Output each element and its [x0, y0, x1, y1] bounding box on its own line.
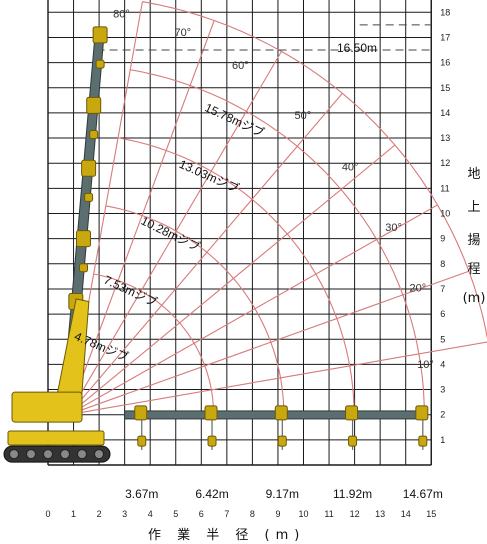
track-wheel: [94, 449, 104, 460]
jib-length-label: 13.03mジブ: [177, 156, 242, 196]
y-axis-title-char: 程: [467, 262, 480, 277]
hook-block: [207, 435, 217, 447]
hook-block: [277, 435, 287, 447]
x-tick-label: 7: [224, 509, 229, 519]
x-tick-label: 2: [97, 509, 102, 519]
y-tick-label: 4: [440, 359, 445, 369]
boom-angle-label: 20°: [410, 282, 427, 294]
y-tick-label: 3: [440, 385, 445, 395]
y-tick-label: 5: [440, 334, 445, 344]
working-radius-label: 6.42m: [195, 487, 228, 501]
y-tick-label: 10: [440, 209, 450, 219]
hook-block: [95, 59, 105, 69]
boom-angle-line: [67, 20, 215, 415]
y-axis-title-char: 上: [467, 200, 480, 215]
boom-angle-line: [68, 270, 470, 416]
y-tick-label: 18: [440, 7, 450, 17]
boom-angle-label: 30°: [385, 222, 402, 234]
max-height-label: 16.50m: [337, 41, 377, 55]
boom-angle-label: 80°: [113, 8, 130, 20]
boom-angle-line: [68, 92, 343, 416]
hook-block: [137, 435, 147, 447]
x-tick-label: 3: [122, 509, 127, 519]
working-radius-label: 3.67m: [125, 487, 158, 501]
x-tick-label: 1: [71, 509, 76, 519]
x-tick-label: 9: [275, 509, 280, 519]
y-tick-label: 17: [440, 32, 450, 42]
jib-reach-arc: [142, 1, 487, 340]
track-wheel: [77, 449, 87, 460]
boom-section-joint: [415, 405, 429, 421]
chart-grid: [47, 0, 432, 466]
crane-cab: [11, 391, 83, 423]
working-radius-label: 14.67m: [403, 487, 443, 501]
x-tick-label: 11: [324, 509, 333, 519]
crane-body: [3, 298, 111, 463]
track-wheel: [60, 449, 70, 460]
boom-section-joint: [345, 405, 359, 421]
boom-angle-label: 50°: [295, 110, 312, 122]
y-axis-title-char: (m): [463, 291, 486, 306]
working-radius-label: 11.92m: [333, 487, 372, 501]
x-tick-label: 5: [173, 509, 178, 519]
track-wheel: [43, 449, 53, 460]
jib-length-label: 7.53mジブ: [102, 272, 160, 310]
boom-section-joint: [204, 405, 218, 421]
boom-section-joint: [274, 405, 288, 421]
hook-block: [89, 130, 99, 140]
x-tick-label: 10: [298, 509, 308, 519]
y-tick-label: 8: [440, 259, 445, 269]
boom-angle-label: 40°: [342, 162, 359, 174]
y-tick-label: 15: [440, 83, 450, 93]
boom-angle-label: 70°: [174, 27, 191, 39]
boom-tip-block: [92, 26, 108, 44]
y-tick-label: 11: [440, 183, 449, 193]
x-tick-label: 13: [375, 509, 385, 519]
y-tick-label: 12: [440, 158, 450, 168]
boom-angle-label: 60°: [232, 60, 249, 72]
x-tick-label: 8: [250, 509, 255, 519]
x-tick-label: 6: [199, 509, 204, 519]
boom-angle-line: [68, 144, 396, 416]
boom-angle-line: [67, 51, 283, 415]
y-tick-label: 2: [440, 410, 445, 420]
boom-tip-block: [81, 159, 97, 177]
y-tick-label: 14: [440, 108, 450, 118]
boom-angle-line: [68, 204, 438, 416]
crane-turntable: [7, 430, 105, 446]
x-tick-label: 14: [401, 509, 411, 519]
boom-angle-label: 10°: [417, 359, 434, 371]
y-tick-label: 13: [440, 133, 450, 143]
working-radius-label: 9.17m: [266, 487, 299, 501]
track-wheel: [26, 449, 36, 460]
track-wheel: [9, 449, 19, 460]
hook-block: [78, 263, 88, 273]
boom-section-joint: [134, 405, 148, 421]
hook-block: [84, 192, 94, 202]
x-tick-label: 4: [148, 509, 153, 519]
y-tick-label: 1: [440, 435, 445, 445]
x-tick-label: 12: [350, 509, 360, 519]
x-tick-label: 15: [426, 509, 436, 519]
y-tick-label: 6: [440, 309, 445, 319]
hook-block: [348, 435, 358, 447]
hook-block: [418, 435, 428, 447]
y-axis-title-char: 地: [467, 167, 480, 182]
boom-tip-block: [86, 96, 102, 114]
jib-length-label: 10.28mジブ: [139, 213, 203, 255]
boom-tip-block: [75, 230, 91, 248]
y-tick-label: 9: [440, 234, 445, 244]
boom-angle-line: [68, 341, 487, 416]
x-tick-label: 0: [45, 509, 50, 519]
x-axis-title: 作 業 半 径 (m): [148, 527, 305, 543]
working-range-curves: [67, 1, 487, 416]
y-tick-label: 16: [440, 58, 450, 68]
y-tick-label: 7: [440, 284, 445, 294]
y-axis-title-char: 揚: [467, 232, 480, 248]
